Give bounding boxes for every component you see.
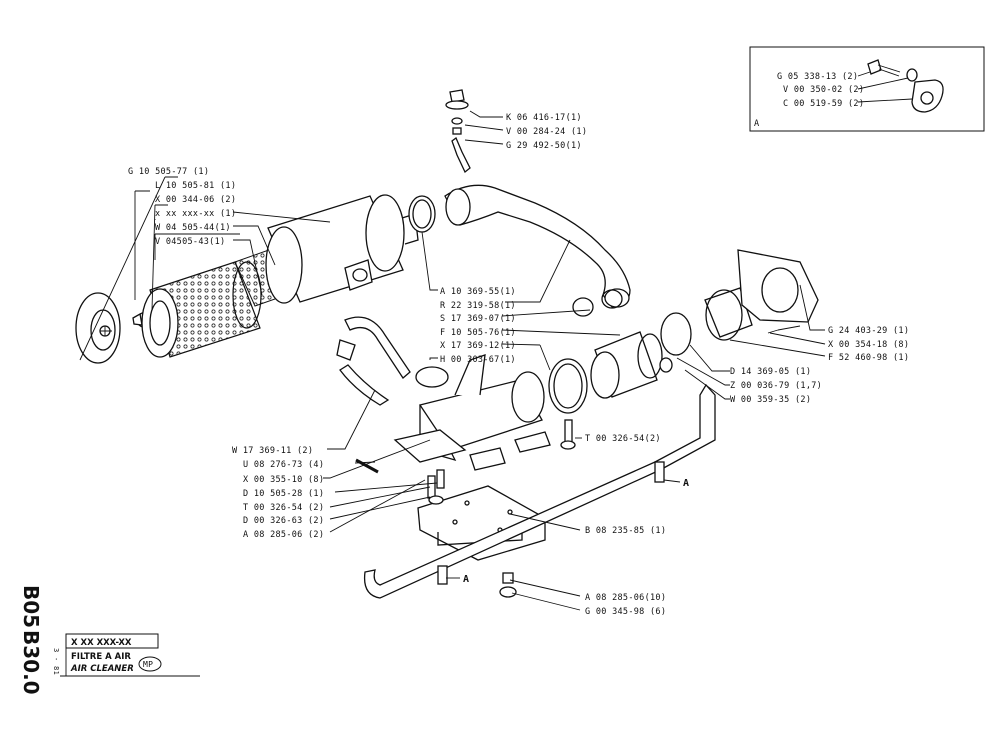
part-label: Z 00 036-79 (1,7)	[730, 381, 822, 391]
part-label: V 00 284-24 (1)	[506, 127, 587, 137]
part-label: B 08 235-85 (1)	[585, 526, 666, 536]
part-label: L 10 505-81 (1)	[155, 181, 236, 191]
washer-icon	[906, 68, 918, 82]
part-label: G 10 505-77 (1)	[128, 167, 209, 177]
part-label: K 06 416-17(1)	[506, 113, 582, 123]
mounting-strap	[336, 316, 411, 406]
part-label: S 17 369-07(1)	[440, 314, 516, 324]
part-label: X 00 355-10 (8)	[243, 475, 324, 485]
part-label: V 00 350-02 (2)	[783, 85, 864, 95]
part-label: T 00 326-54 (2)	[243, 503, 324, 513]
end-cover	[75, 292, 121, 364]
part-number: X XX XXX-XX	[71, 638, 132, 648]
clamp-icon	[911, 79, 944, 113]
part-label: U 08 276-73 (4)	[243, 460, 324, 470]
clamp-rings	[548, 287, 753, 414]
part-label: D 00 326-63 (2)	[243, 516, 324, 526]
view-marker: A	[463, 574, 469, 585]
part-label: W 00 359-35 (2)	[730, 395, 811, 405]
revision-date: 3 - 81	[52, 648, 60, 675]
part-label: D 10 505-28 (1)	[243, 489, 324, 499]
part-label: W 04 505-44(1)	[155, 223, 231, 233]
mp-badge: MP	[143, 660, 153, 669]
part-label: A 08 285-06 (2)	[243, 530, 324, 540]
bolts-and-nuts	[355, 419, 576, 598]
part-label: T 00 326-54(2)	[585, 434, 661, 444]
primary-filter-element	[141, 261, 262, 358]
title-block: B05 B30.0 X XX XXX-XX 3 - 81 FILTRE A AI…	[19, 585, 200, 695]
part-label: G 29 492-50(1)	[506, 141, 582, 151]
title-en: AIR CLEANER	[70, 664, 134, 674]
part-label: x xx xxx-xx (1)	[155, 209, 236, 219]
leader-lines	[79, 110, 826, 611]
intake-manifold	[393, 354, 551, 471]
o-ring-icon	[415, 366, 449, 388]
part-label: G 24 403-29 (1)	[828, 326, 909, 336]
part-label: V 04505-43(1)	[155, 237, 225, 247]
title-fr: FILTRE A AIR	[71, 652, 131, 662]
inset-detail-a: A	[749, 46, 985, 132]
screw-icon	[867, 59, 901, 77]
part-labels: G 10 505-77 (1) L 10 505-81 (1) X 00 344…	[128, 72, 909, 617]
clamp-ring-icon	[572, 297, 594, 317]
part-label: F 10 505-76(1)	[440, 328, 516, 338]
part-label: X 17 369-12(1)	[440, 341, 516, 351]
part-label: W 17 369-11 (2)	[232, 446, 313, 456]
filter-housing	[265, 194, 419, 304]
part-label: H 00 303-67(1)	[440, 355, 516, 365]
part-label: G 05 338-13 (2)	[777, 72, 858, 82]
vacuum-indicator	[445, 89, 471, 174]
part-label: X 00 354-18 (8)	[828, 340, 909, 350]
discharge-pipe	[363, 383, 716, 599]
part-label: D 14 369-05 (1)	[730, 367, 811, 377]
small-clamp-icon	[659, 357, 673, 373]
part-label: C 00 519-59 (2)	[783, 99, 864, 109]
part-label: A 08 285-06(10)	[585, 593, 666, 603]
page-code: B30.0	[19, 630, 43, 695]
part-label: X 00 344-06 (2)	[155, 195, 236, 205]
section-code: B05	[19, 585, 43, 628]
inset-label: A	[754, 119, 759, 129]
view-marker: A	[683, 478, 689, 489]
part-label: F 52 460-98 (1)	[828, 353, 909, 363]
air-filter-assembly	[75, 194, 419, 364]
intake-hoses	[408, 89, 631, 317]
part-label: A 10 369-55(1)	[440, 287, 516, 297]
part-label: R 22 319-58(1)	[440, 301, 516, 311]
part-label: G 00 345-98 (6)	[585, 607, 666, 617]
